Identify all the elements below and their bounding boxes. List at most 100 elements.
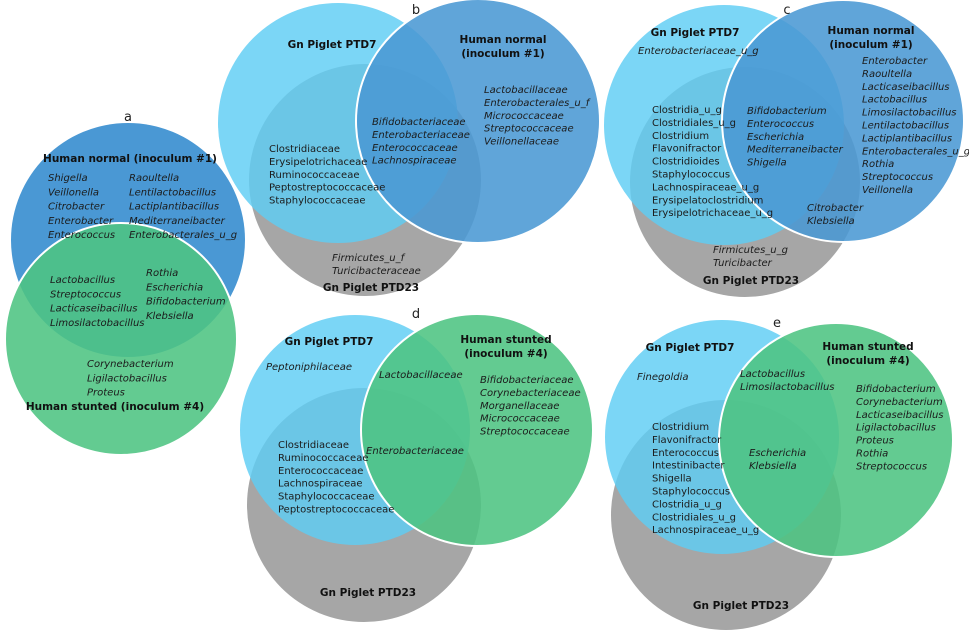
venn-member-a-human-normal: Shigella bbox=[48, 173, 88, 184]
venn-member-b-human-normal: Streptococcaceae bbox=[484, 124, 574, 135]
set-title-human-normal-b-line2: (inoculum #1) bbox=[461, 48, 544, 60]
venn-member-a-human-normal-and-human-stunted: Rothia bbox=[146, 268, 178, 279]
venn-member-b-human-normal: Enterobacterales_u_f bbox=[484, 98, 591, 109]
venn-member-a-human-normal: Enterobacterales_u_g bbox=[129, 230, 237, 241]
venn-member-d-human-stunted: Bifidobacteriaceae bbox=[480, 375, 574, 386]
venn-member-c-human-normal: Enterobacterales_u_g bbox=[862, 146, 969, 157]
venn-circle-human-stunted-e bbox=[718, 322, 954, 558]
venn-member-a-human-normal-and-human-stunted: Lacticaseibacillus bbox=[50, 304, 138, 315]
venn-member-b-piglet-ptd7-and-piglet-ptd23: Staphylococcaceae bbox=[269, 196, 366, 207]
set-title-piglet-ptd7-d: Gn Piglet PTD7 bbox=[285, 336, 374, 348]
venn-circle-human-stunted-d bbox=[360, 313, 594, 547]
venn-member-c-piglet-ptd7-and-piglet-ptd23: Erysipelatoclostridium bbox=[652, 195, 763, 206]
venn-member-e-human-stunted: Streptococcus bbox=[856, 461, 927, 472]
venn-member-c-human-normal: Raoultella bbox=[862, 69, 912, 80]
venn-member-b-piglet-ptd7-and-human-normal-and-piglet-ptd23: Enterococcaceae bbox=[372, 143, 458, 154]
venn-member-e-human-stunted: Proteus bbox=[856, 436, 894, 447]
set-title-human-stunted-a: Human stunted (inoculum #4) bbox=[26, 401, 204, 413]
venn-member-d-piglet-ptd7-and-piglet-ptd23: Lachnospiraceae bbox=[278, 479, 363, 490]
venn-member-e-piglet-ptd7-and-human-stunted: Limosilactobacillus bbox=[740, 382, 835, 393]
venn-member-b-piglet-ptd23: Firmicutes_u_f bbox=[332, 253, 406, 264]
set-title-piglet-ptd23-d: Gn Piglet PTD23 bbox=[320, 587, 416, 599]
venn-member-e-human-stunted: Rothia bbox=[856, 449, 888, 460]
venn-member-c-piglet-ptd7-and-human-normal-and-piglet-ptd23: Escherichia bbox=[747, 132, 804, 143]
venn-member-d-human-stunted: Micrococcaceae bbox=[480, 414, 560, 425]
set-title-human-normal-a: Human normal (inoculum #1) bbox=[43, 153, 217, 165]
set-title-piglet-ptd23-b: Gn Piglet PTD23 bbox=[323, 282, 419, 294]
venn-member-c-human-normal: Veillonella bbox=[862, 185, 913, 196]
set-title-human-stunted-e-line2: (inoculum #4) bbox=[826, 355, 909, 367]
set-title-human-normal-c-line2: (inoculum #1) bbox=[829, 39, 912, 51]
venn-member-e-piglet-ptd7-and-piglet-ptd23: Enterococcus bbox=[652, 448, 719, 459]
venn-member-a-human-normal: Veillonella bbox=[48, 187, 99, 198]
venn-member-e-human-stunted: Ligilactobacillus bbox=[856, 423, 936, 434]
set-title-piglet-ptd23-e: Gn Piglet PTD23 bbox=[693, 600, 789, 612]
venn-member-e-piglet-ptd7: Finegoldia bbox=[637, 372, 689, 383]
venn-member-a-human-normal: Mediterraneibacter bbox=[129, 216, 226, 227]
venn-member-a-human-normal-and-human-stunted: Bifidobacterium bbox=[146, 297, 226, 308]
panel-label-e: e bbox=[773, 316, 781, 331]
venn-member-c-human-normal-and-piglet-ptd23: Citrobacter bbox=[807, 203, 864, 214]
venn-member-a-human-normal-and-human-stunted: Streptococcus bbox=[50, 289, 121, 300]
venn-member-c-human-normal: Rothia bbox=[862, 159, 894, 170]
venn-member-c-human-normal: Enterobacter bbox=[862, 56, 928, 67]
venn-member-c-human-normal: Streptococcus bbox=[862, 172, 933, 183]
venn-member-a-human-normal: Enterococcus bbox=[48, 230, 115, 241]
panel-label-b: b bbox=[412, 3, 420, 18]
venn-member-b-piglet-ptd7-and-human-normal-and-piglet-ptd23: Lachnospiraceae bbox=[372, 156, 457, 167]
panel-label-d: d bbox=[412, 307, 420, 322]
venn-member-c-human-normal: Lactiplantibacillus bbox=[862, 133, 952, 144]
venn-member-e-piglet-ptd7-and-piglet-ptd23: Clostridia_u_g bbox=[652, 499, 722, 510]
venn-member-b-piglet-ptd7-and-piglet-ptd23: Peptostreptococcaceae bbox=[269, 183, 385, 194]
venn-member-a-human-normal-and-human-stunted: Klebsiella bbox=[146, 311, 194, 322]
set-title-piglet-ptd7-b: Gn Piglet PTD7 bbox=[288, 39, 377, 51]
venn-member-a-human-stunted: Ligilactobacillus bbox=[87, 373, 167, 384]
venn-member-a-human-normal-and-human-stunted: Escherichia bbox=[146, 282, 203, 293]
set-title-human-stunted-e-line1: Human stunted bbox=[822, 341, 913, 353]
venn-member-c-piglet-ptd7-and-human-normal-and-piglet-ptd23: Shigella bbox=[747, 158, 787, 169]
venn-member-b-human-normal: Lactobacillaceae bbox=[484, 85, 568, 96]
venn-member-b-piglet-ptd7-and-piglet-ptd23: Clostridiaceae bbox=[269, 144, 340, 155]
venn-member-d-piglet-ptd7-and-piglet-ptd23: Staphylococcaceae bbox=[278, 492, 375, 503]
venn-member-d-piglet-ptd7-and-piglet-ptd23: Ruminococcaceae bbox=[278, 453, 368, 464]
venn-circle-human-normal-c bbox=[721, 0, 965, 243]
venn-member-c-piglet-ptd7-and-piglet-ptd23: Lachnospiraceae_u_g bbox=[652, 182, 759, 193]
venn-member-c-piglet-ptd7-and-piglet-ptd23: Clostridium bbox=[652, 131, 709, 142]
venn-member-d-piglet-ptd7-and-human-stunted: Lactobacillaceae bbox=[379, 370, 463, 381]
venn-member-a-human-normal-and-human-stunted: Lactobacillus bbox=[50, 275, 115, 286]
venn-member-d-piglet-ptd7-and-human-stunted-and-piglet-ptd23: Enterobacteriaceae bbox=[366, 446, 464, 457]
venn-member-e-human-stunted: Bifidobacterium bbox=[856, 384, 936, 395]
venn-member-c-piglet-ptd23: Turicibacter bbox=[713, 258, 773, 269]
venn-member-b-piglet-ptd7-and-human-normal-and-piglet-ptd23: Enterobacteriaceae bbox=[372, 130, 470, 141]
venn-member-c-piglet-ptd7-and-piglet-ptd23: Clostridioides bbox=[652, 157, 720, 168]
venn-member-a-human-stunted: Proteus bbox=[87, 388, 125, 399]
venn-member-c-piglet-ptd7: Enterobacteriaceae_u_g bbox=[638, 46, 759, 57]
venn-member-c-piglet-ptd7-and-piglet-ptd23: Clostridiales_u_g bbox=[652, 118, 736, 129]
venn-member-a-human-normal: Enterobacter bbox=[48, 216, 114, 227]
panel-label-a: a bbox=[124, 110, 132, 125]
venn-member-a-human-normal: Lactiplantibacillus bbox=[129, 202, 219, 213]
venn-member-e-piglet-ptd7-and-piglet-ptd23: Clostridiales_u_g bbox=[652, 512, 736, 523]
venn-member-b-piglet-ptd7-and-piglet-ptd23: Ruminococcaceae bbox=[269, 170, 359, 181]
venn-member-e-piglet-ptd7-and-piglet-ptd23: Flavonifractor bbox=[652, 435, 722, 446]
set-title-human-stunted-d-line1: Human stunted bbox=[460, 334, 551, 346]
venn-member-e-human-stunted: Corynebacterium bbox=[856, 397, 943, 408]
venn-member-d-piglet-ptd7: Peptoniphilaceae bbox=[266, 362, 352, 373]
venn-member-a-human-normal: Raoultella bbox=[129, 173, 179, 184]
venn-member-a-human-stunted: Corynebacterium bbox=[87, 359, 174, 370]
venn-member-c-human-normal: Lactobacillus bbox=[862, 95, 927, 106]
venn-member-e-human-stunted: Lacticaseibacillus bbox=[856, 410, 944, 421]
venn-member-c-human-normal: Lacticaseibacillus bbox=[862, 82, 950, 93]
venn-member-d-human-stunted: Corynebacteriaceae bbox=[480, 388, 581, 399]
set-title-human-normal-c-line1: Human normal bbox=[828, 25, 915, 37]
venn-member-d-human-stunted: Streptococcaceae bbox=[480, 427, 570, 438]
venn-member-b-piglet-ptd7-and-human-normal-and-piglet-ptd23: Bifidobacteriaceae bbox=[372, 117, 466, 128]
venn-member-c-human-normal: Lentilactobacillus bbox=[862, 121, 949, 132]
venn-member-a-human-normal-and-human-stunted: Limosilactobacillus bbox=[50, 318, 145, 329]
set-title-piglet-ptd7-e: Gn Piglet PTD7 bbox=[646, 342, 735, 354]
venn-member-b-piglet-ptd23: Turicibacteraceae bbox=[332, 266, 421, 277]
venn-member-c-human-normal-and-piglet-ptd23: Klebsiella bbox=[807, 216, 855, 227]
venn-member-a-human-normal: Lentilactobacillus bbox=[129, 187, 216, 198]
venn-member-e-piglet-ptd7-and-piglet-ptd23: Staphylococcus bbox=[652, 487, 730, 498]
